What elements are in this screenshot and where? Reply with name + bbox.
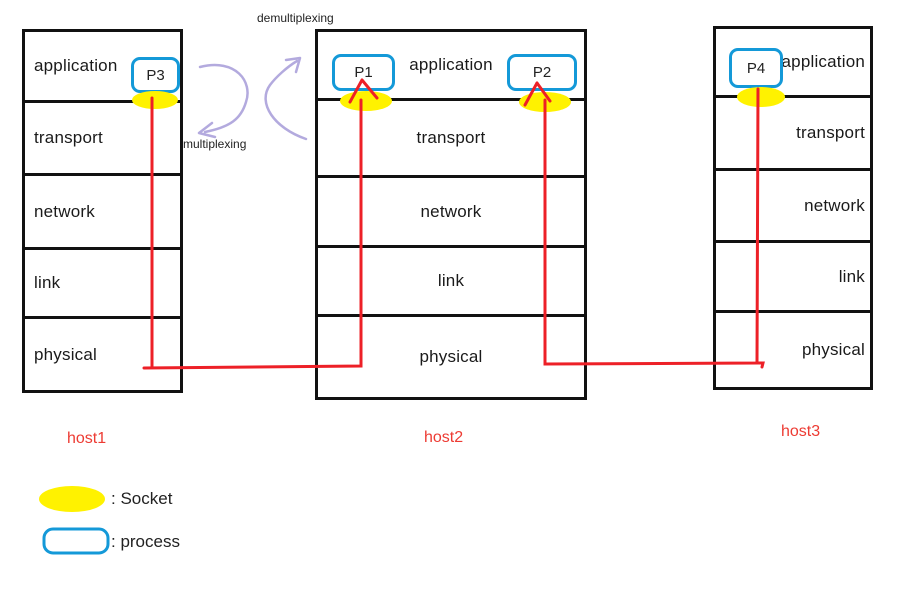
layer-label: physical bbox=[419, 347, 483, 366]
host1-layer-application: application bbox=[25, 32, 180, 103]
layer-label: application bbox=[34, 56, 118, 75]
process-box-p3: P3 bbox=[131, 57, 180, 93]
multiplexing-label: multiplexing bbox=[183, 137, 247, 151]
host1-layer-physical: physical bbox=[25, 319, 180, 390]
host3-layer-transport: transport bbox=[716, 98, 870, 171]
layer-label: application bbox=[781, 52, 865, 71]
host3-layer-network: network bbox=[716, 171, 870, 243]
legend-socket-swatch bbox=[39, 486, 105, 512]
host1-layer-network: network bbox=[25, 176, 180, 250]
host2-layer-transport: transport bbox=[318, 101, 584, 178]
process-box-p2: P2 bbox=[507, 54, 577, 91]
host2-layer-link: link bbox=[318, 248, 584, 317]
process-label-p2: P2 bbox=[532, 64, 552, 81]
layer-label: application bbox=[409, 55, 493, 74]
layer-label: link bbox=[34, 273, 61, 292]
process-label-p1: P1 bbox=[354, 64, 373, 81]
layer-label: transport bbox=[34, 128, 103, 147]
process-label-p3: P3 bbox=[146, 66, 165, 84]
host2-layer-application: application bbox=[318, 32, 584, 101]
host3-layer-physical: physical bbox=[716, 313, 870, 387]
host3-label: host3 bbox=[781, 423, 821, 440]
layer-label: network bbox=[804, 195, 865, 215]
legend-process-swatch bbox=[42, 527, 110, 555]
demultiplexing-label: demultiplexing bbox=[257, 11, 334, 25]
host3-layer-link: link bbox=[716, 243, 870, 313]
host3-layer-application: application bbox=[716, 29, 870, 98]
process-box-p4: P4 bbox=[729, 48, 783, 88]
layer-label: transport bbox=[796, 123, 865, 142]
host1-layer-link: link bbox=[25, 250, 180, 319]
process-box-p1: P1 bbox=[332, 54, 395, 91]
layer-label: link bbox=[838, 266, 865, 286]
host1-label: host1 bbox=[67, 430, 107, 447]
layer-label: network bbox=[34, 201, 95, 221]
host2-label: host2 bbox=[424, 429, 464, 446]
host2-layer-physical: physical bbox=[318, 317, 584, 397]
layer-label: physical bbox=[34, 344, 98, 364]
legend-socket-label: : Socket bbox=[111, 489, 173, 508]
legend-process-label: : process bbox=[111, 532, 180, 551]
host2-layer-network: network bbox=[318, 178, 584, 248]
multiplexing-arrow bbox=[197, 64, 249, 139]
layer-label: physical bbox=[801, 340, 865, 359]
demultiplexing-arrow bbox=[264, 56, 308, 141]
process-label-p4: P4 bbox=[746, 59, 766, 77]
layer-label: transport bbox=[416, 128, 486, 147]
layer-label: network bbox=[420, 201, 482, 221]
host1-layer-transport: transport bbox=[25, 103, 180, 176]
layer-label: link bbox=[437, 271, 465, 290]
